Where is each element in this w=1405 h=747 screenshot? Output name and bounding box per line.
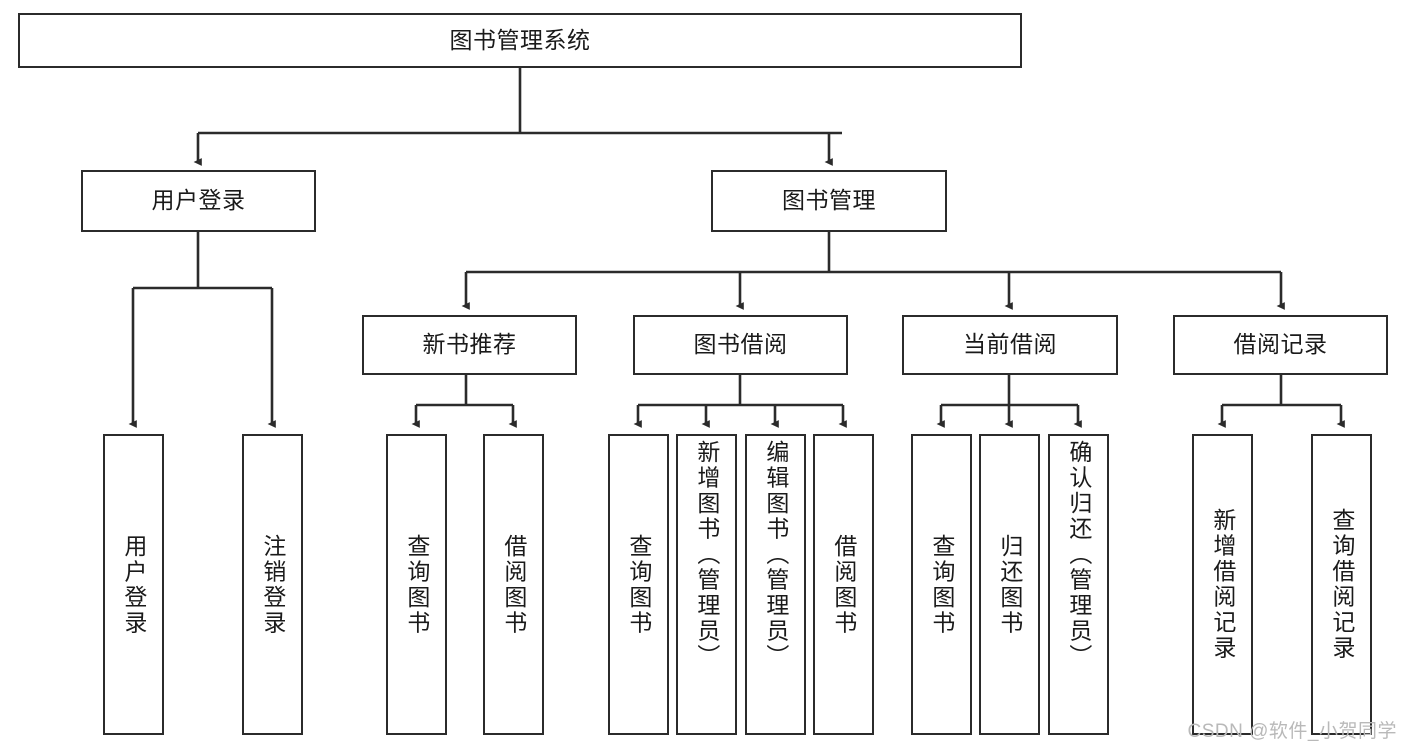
leaf-new-book-query[interactable]: 查询图书 [386, 434, 447, 735]
leaf-book-borrow-query[interactable]: 查询图书 [608, 434, 669, 735]
node-label: 新书推荐 [422, 331, 517, 358]
leaf-book-borrow-borrow[interactable]: 借阅图书 [813, 434, 874, 735]
node-book-management[interactable]: 图书管理 [711, 170, 947, 232]
leaf-label: 借阅图书 [830, 533, 857, 636]
leaf-borrow-record-add[interactable]: 新增借阅记录 [1192, 434, 1253, 735]
leaf-current-borrow-query[interactable]: 查询图书 [911, 434, 972, 735]
leaf-label: 查询图书 [928, 533, 955, 636]
leaf-label: 归还图书 [996, 533, 1023, 636]
leaf-label: 新增图书（管理员） [693, 440, 720, 670]
leaf-user-login-login[interactable]: 用户登录 [103, 434, 164, 735]
leaf-label: 注销登录 [259, 533, 286, 636]
node-label: 图书借阅 [693, 331, 788, 358]
leaf-label: 查询借阅记录 [1328, 508, 1355, 661]
watermark-text: CSDN @软件_小贺同学 [1187, 721, 1397, 742]
node-label: 用户登录 [151, 187, 246, 214]
leaf-label: 查询图书 [625, 533, 652, 636]
leaf-new-book-borrow[interactable]: 借阅图书 [483, 434, 544, 735]
node-book-borrow[interactable]: 图书借阅 [633, 315, 848, 375]
node-user-login[interactable]: 用户登录 [81, 170, 316, 232]
node-label: 借阅记录 [1233, 331, 1328, 358]
node-new-book-recommend[interactable]: 新书推荐 [362, 315, 577, 375]
node-current-borrow[interactable]: 当前借阅 [902, 315, 1118, 375]
leaf-borrow-record-query[interactable]: 查询借阅记录 [1311, 434, 1372, 735]
node-label: 图书管理系统 [449, 26, 591, 53]
leaf-current-borrow-confirm-admin[interactable]: 确认归还（管理员） [1048, 434, 1109, 735]
leaf-book-borrow-add-admin[interactable]: 新增图书（管理员） [676, 434, 737, 735]
leaf-label: 用户登录 [120, 533, 147, 636]
leaf-book-borrow-edit-admin[interactable]: 编辑图书（管理员） [745, 434, 806, 735]
leaf-label: 查询图书 [403, 533, 430, 636]
node-root-book-management-system[interactable]: 图书管理系统 [18, 13, 1022, 68]
leaf-user-login-logout[interactable]: 注销登录 [242, 434, 303, 735]
node-borrow-record[interactable]: 借阅记录 [1173, 315, 1388, 375]
leaf-label: 新增借阅记录 [1209, 508, 1236, 661]
leaf-current-borrow-return[interactable]: 归还图书 [979, 434, 1040, 735]
node-label: 图书管理 [782, 187, 876, 214]
node-label: 当前借阅 [963, 331, 1057, 358]
leaf-label: 编辑图书（管理员） [762, 440, 789, 670]
leaf-label: 借阅图书 [500, 533, 527, 636]
leaf-label: 确认归还（管理员） [1065, 440, 1092, 670]
